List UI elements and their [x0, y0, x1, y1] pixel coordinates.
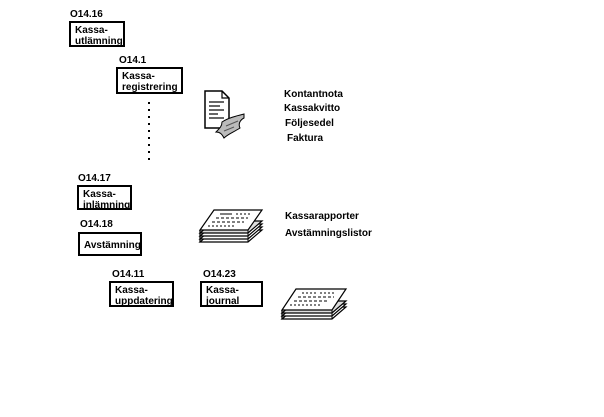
- box-label-line1: Kassa-: [83, 189, 116, 200]
- printout-icon: [280, 288, 348, 320]
- box-label-line2: utlämning: [75, 36, 123, 47]
- output-faktura: Faktura: [287, 133, 324, 144]
- box-label-line1: Kassa-: [206, 285, 239, 296]
- printout-icon: [198, 209, 264, 243]
- output-kassarapporter: Kassarapporter: [285, 211, 359, 222]
- box-label-line2: journal: [206, 296, 240, 307]
- output-avstamningslistor: Avstämningslistor: [285, 228, 372, 239]
- node-code-kassa-uppdatering: O14.11: [112, 269, 145, 280]
- output-foljesedel: Följesedel: [285, 118, 334, 129]
- dotted-connector: [148, 102, 150, 160]
- box-label-line2: registrering: [122, 82, 178, 93]
- node-code-kassa-journal: O14.23: [203, 269, 236, 280]
- box-label-line1: Avstämning: [84, 240, 141, 251]
- process-box-kassa-uppdatering[interactable]: Kassa- uppdatering: [109, 281, 174, 307]
- process-box-kassa-inlamning[interactable]: Kassa- inlämning: [77, 185, 132, 211]
- box-label-line2: uppdatering: [115, 296, 173, 307]
- output-kassakvitto: Kassakvitto: [284, 103, 341, 114]
- process-box-avstamning[interactable]: Avstämning: [78, 232, 142, 256]
- node-code-kassa-registrering: O14.1: [119, 55, 147, 66]
- box-label-line1: Kassa-: [75, 25, 108, 36]
- output-kontantnota: Kontantnota: [284, 89, 343, 100]
- process-box-kassa-utlamning[interactable]: Kassa- utlämning: [69, 21, 125, 47]
- node-code-kassa-inlamning: O14.17: [78, 173, 111, 184]
- box-label-line1: Kassa-: [122, 71, 155, 82]
- node-code-avstamning: O14.18: [80, 219, 113, 230]
- process-box-kassa-journal[interactable]: Kassa- journal: [200, 281, 263, 307]
- node-code-kassa-utlamning: O14.16: [70, 9, 103, 20]
- box-label-line1: Kassa-: [115, 285, 148, 296]
- document-icon: [204, 90, 245, 139]
- process-box-kassa-registrering[interactable]: Kassa- registrering: [116, 67, 183, 94]
- box-label-line2: inlämning: [83, 200, 131, 211]
